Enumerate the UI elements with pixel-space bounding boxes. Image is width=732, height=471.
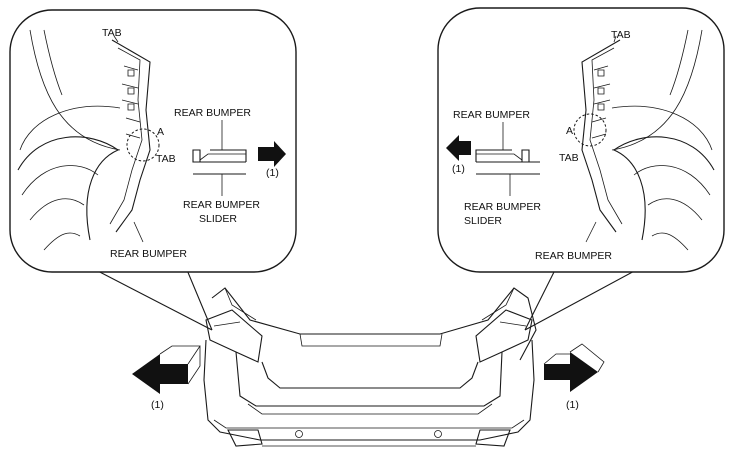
left-small-block-arrow-icon	[258, 141, 286, 167]
left-tab-top-label: TAB	[102, 27, 122, 39]
right-slider-label-line2: SLIDER	[464, 215, 502, 227]
right-main-arrow: (1)	[543, 343, 605, 411]
vehicle-body-outline	[211, 287, 537, 361]
right-main-step-label: (1)	[566, 399, 579, 411]
left-point-a-label: A	[157, 126, 164, 138]
right-detail-circle-a	[573, 113, 607, 147]
left-slider-label-line1: REAR BUMPER	[183, 199, 260, 211]
left-fender-lines	[17, 29, 121, 251]
left-main-step-label: (1)	[151, 399, 164, 411]
left-callout: TAB A REAR BUMPER TAB REAR BUMPER SLIDER…	[9, 9, 297, 331]
right-slider-label-line1: REAR BUMPER	[464, 201, 541, 213]
left-cross-section	[192, 149, 247, 175]
left-tab-side-label: TAB	[156, 153, 176, 165]
right-cross-section	[475, 149, 540, 175]
right-tab-top-label: TAB	[611, 29, 631, 41]
right-tab-side-label: TAB	[559, 152, 579, 164]
left-bumper-label: REAR BUMPER	[110, 248, 187, 260]
right-callout-frame	[437, 7, 725, 273]
right-small-block-arrow-icon	[446, 135, 471, 161]
right-point-a-label: A	[566, 125, 573, 137]
left-rear-bumper-label: REAR BUMPER	[174, 107, 251, 119]
right-rear-bumper-label: REAR BUMPER	[453, 109, 530, 121]
right-callout-leader	[524, 267, 641, 331]
rear-bumper	[203, 339, 535, 441]
left-slider-label-line2: SLIDER	[199, 213, 237, 225]
tailgate-opening	[261, 361, 479, 389]
left-callout-frame	[9, 9, 297, 273]
right-bumper-edge	[581, 39, 623, 233]
left-small-step-label: (1)	[266, 167, 279, 179]
right-callout: TAB A REAR BUMPER TAB REAR BUMPER SLIDER…	[437, 7, 725, 331]
right-bumper-label: REAR BUMPER	[535, 250, 612, 262]
right-main-block-arrow-icon	[544, 352, 598, 392]
left-main-block-arrow-icon	[132, 354, 188, 394]
vehicle-rear-view	[203, 287, 537, 447]
left-detail-circle-a	[126, 128, 160, 162]
right-small-step-label: (1)	[452, 163, 465, 175]
right-taillamp	[475, 309, 533, 363]
left-taillamp	[205, 309, 263, 363]
left-bumper-edge	[109, 39, 151, 233]
right-fender-lines	[611, 29, 715, 251]
left-main-arrow: (1)	[132, 345, 201, 411]
